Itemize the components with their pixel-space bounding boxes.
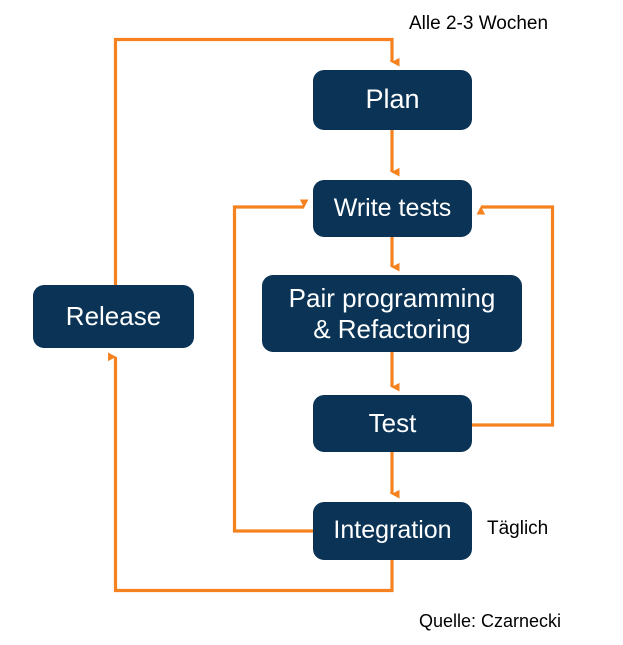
- node-plan[interactable]: Plan: [313, 70, 472, 130]
- caption-release-cadence: Alle 2-3 Wochen: [409, 13, 549, 34]
- node-pair-programming-refactoring[interactable]: Pair programming & Refactoring: [262, 275, 522, 352]
- edge-integration-to-write-tests: [232, 199, 313, 533]
- caption-source: Quelle: Czarnecki: [419, 611, 562, 631]
- node-test-label: Test: [368, 408, 417, 439]
- node-integration-label: Integration: [333, 516, 452, 545]
- edge-integration-to-release: [107, 352, 394, 593]
- node-test[interactable]: Test: [313, 395, 472, 452]
- node-integration[interactable]: Integration: [313, 502, 472, 560]
- node-write-tests[interactable]: Write tests: [313, 180, 472, 237]
- edge-test-to-write-tests: [472, 205, 555, 427]
- node-write-tests-label: Write tests: [333, 193, 452, 222]
- node-release[interactable]: Release: [33, 285, 194, 348]
- node-pair-programming-refactoring-label: Pair programming & Refactoring: [288, 282, 496, 344]
- caption-integration-cadence: Täglich: [487, 518, 549, 539]
- node-release-label: Release: [65, 301, 162, 332]
- node-plan-label: Plan: [365, 84, 420, 115]
- edge-release-to-plan: [113, 37, 400, 285]
